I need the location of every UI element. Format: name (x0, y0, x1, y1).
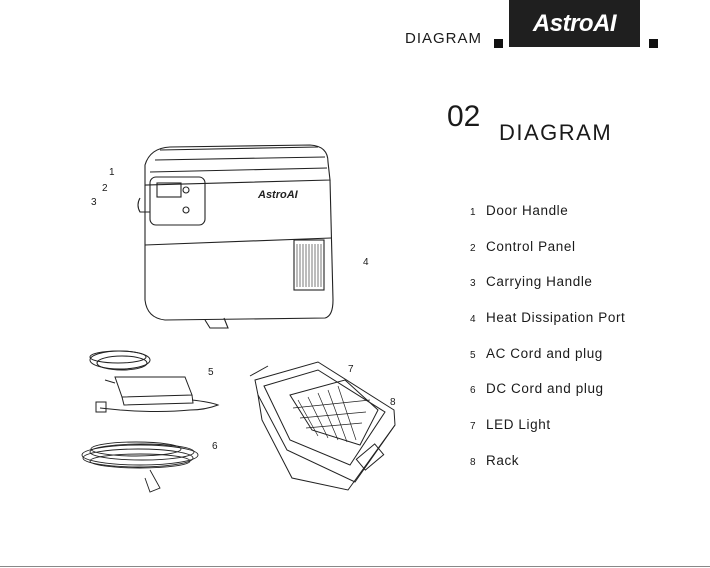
callout-3: 3 (91, 197, 97, 208)
callout-8: 8 (390, 397, 396, 408)
callout-4: 4 (363, 257, 369, 268)
callout-2: 2 (102, 183, 108, 194)
legend-item-number: 4 (470, 310, 486, 325)
legend-item-number: 5 (470, 346, 486, 361)
legend-item-number: 6 (470, 381, 486, 396)
bottom-divider (0, 566, 710, 567)
legend-item-label: LED Light (486, 417, 551, 432)
legend-item-label: Rack (486, 453, 519, 468)
legend-item-number: 1 (470, 203, 486, 218)
legend-item-number: 8 (470, 453, 486, 468)
callout-6: 6 (212, 441, 218, 452)
legend-item-number: 2 (470, 239, 486, 254)
callout-5: 5 (208, 367, 214, 378)
legend-item-number: 7 (470, 417, 486, 432)
legend-item-label: Heat Dissipation Port (486, 310, 625, 325)
legend-item-label: Control Panel (486, 239, 576, 254)
legend-item-label: AC Cord and plug (486, 346, 603, 361)
callout-1: 1 (109, 167, 115, 178)
legend-item-label: DC Cord and plug (486, 381, 604, 396)
legend-item-number: 3 (470, 274, 486, 289)
legend-item-label: Door Handle (486, 203, 568, 218)
callout-7: 7 (348, 364, 354, 375)
legend-item-label: Carrying Handle (486, 274, 593, 289)
